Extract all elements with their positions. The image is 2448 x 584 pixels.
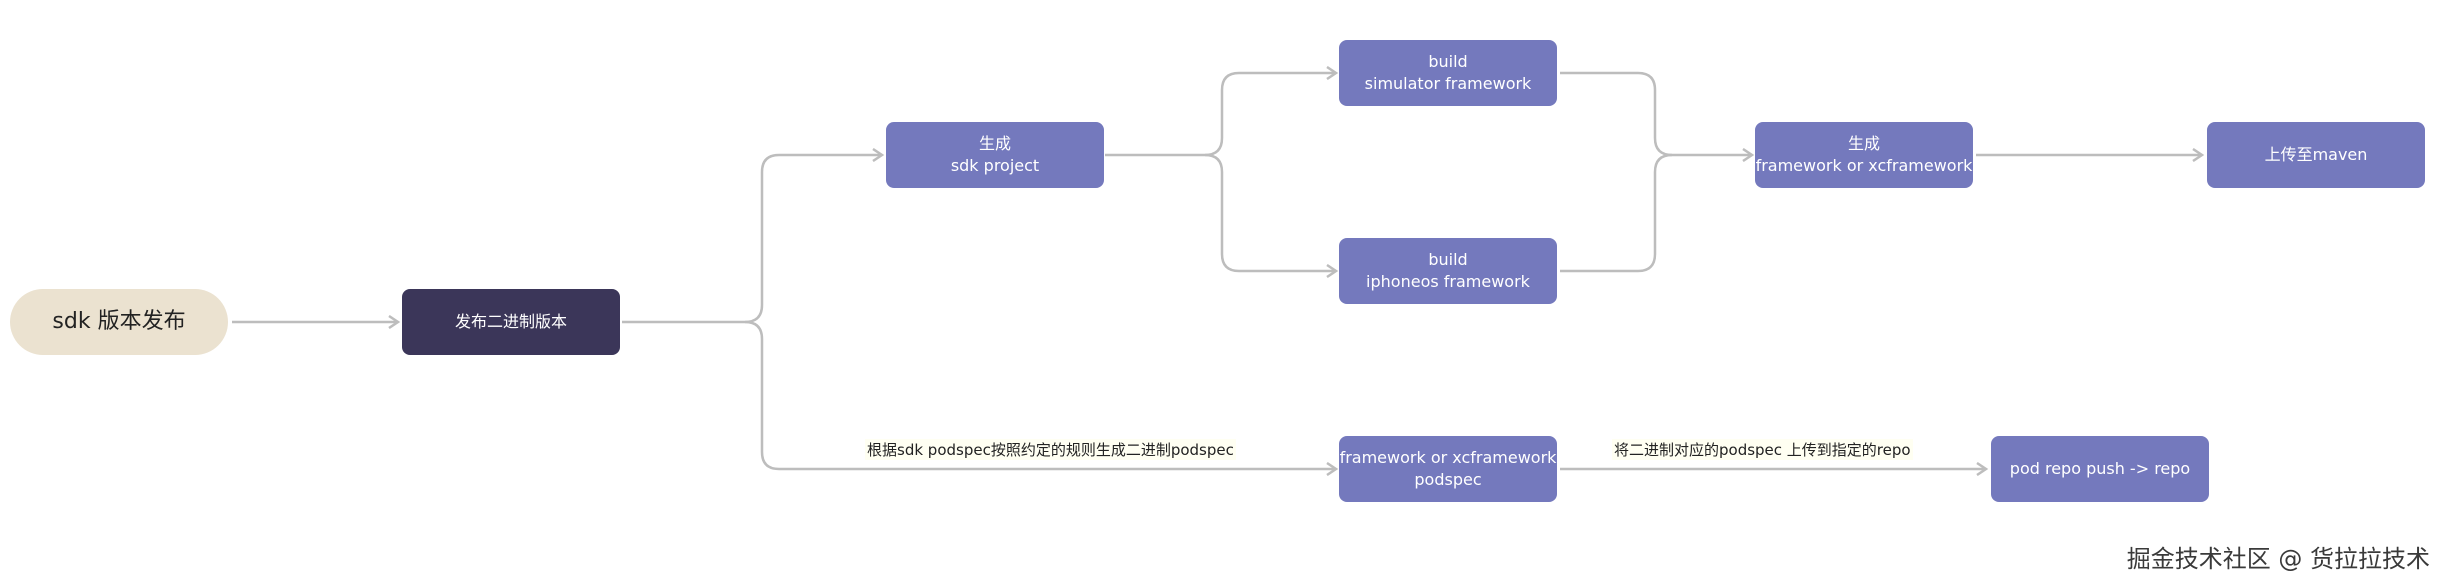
generate-framework-node: 生成 framework or xcframework <box>1755 122 1973 188</box>
generate-framework-line1: 生成 <box>1847 134 1880 153</box>
build-simulator-line1: build <box>1428 52 1468 71</box>
edge-label-upload-podspec: 将二进制对应的podspec 上传到指定的repo <box>1612 439 1913 460</box>
edge-ios-to-framework <box>1560 153 1673 273</box>
framework-podspec-line1: framework or xcframework <box>1339 448 1557 467</box>
framework-podspec-line2: podspec <box>1414 470 1482 489</box>
watermark: 掘金技术社区 @ 货拉拉技术 <box>2126 545 2430 573</box>
build-iphoneos-line2: iphoneos framework <box>1366 272 1530 291</box>
build-simulator-node: build simulator framework <box>1339 40 1557 106</box>
pod-repo-push-node: pod repo push -> repo <box>1991 436 2209 502</box>
edge-publish-to-podspec <box>744 320 1336 469</box>
generate-project-line1: 生成 <box>978 134 1011 153</box>
edge-publish-to-project <box>622 155 882 324</box>
build-simulator-line2: simulator framework <box>1364 74 1532 93</box>
edge-project-to-sim <box>1105 73 1336 157</box>
build-iphoneos-node: build iphoneos framework <box>1339 238 1557 304</box>
edge-sim-to-framework <box>1560 71 1752 155</box>
build-iphoneos-line1: build <box>1428 250 1468 269</box>
publish-binary-label: 发布二进制版本 <box>454 312 567 331</box>
edge-project-to-ios <box>1204 153 1336 271</box>
sdk-release-label: sdk 版本发布 <box>52 309 186 334</box>
edge-label-generate-podspec: 根据sdk podspec按照约定的规则生成二进制podspec <box>865 439 1236 460</box>
generate-framework-line2: framework or xcframework <box>1755 156 1973 175</box>
framework-podspec-node: framework or xcframework podspec <box>1339 436 1557 502</box>
upload-maven-label: 上传至maven <box>2264 145 2368 164</box>
generate-project-line2: sdk project <box>950 156 1040 175</box>
generate-project-node: 生成 sdk project <box>886 122 1104 188</box>
sdk-release-node: sdk 版本发布 <box>10 289 228 355</box>
pod-repo-push-label: pod repo push -> repo <box>2009 459 2191 478</box>
publish-binary-node: 发布二进制版本 <box>402 289 620 355</box>
upload-maven-node: 上传至maven <box>2207 122 2425 188</box>
